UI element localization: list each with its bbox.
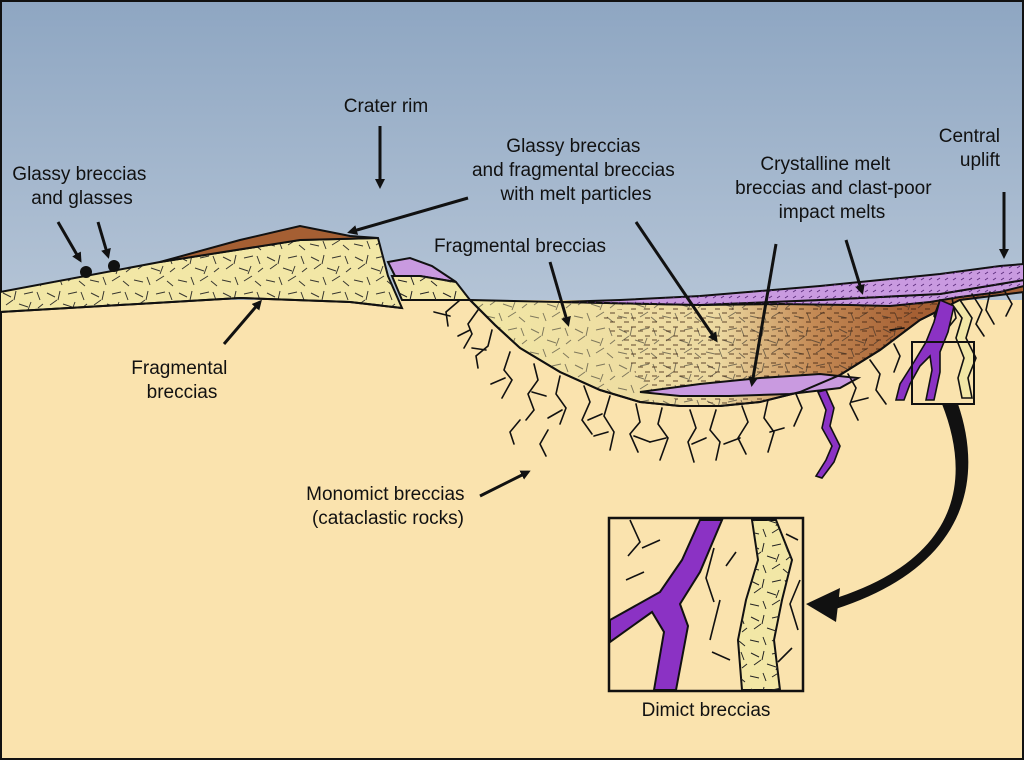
glass-particle-2 [108, 260, 120, 272]
outer-fragmental-arrow [222, 299, 262, 345]
glassy-dot-arrow-2 [96, 221, 111, 259]
crater-rim-label: Crater rim [344, 96, 428, 117]
outer-fragmental-breccias-label: Fragmental breccias [131, 358, 232, 403]
rim-lens-arrow [347, 196, 469, 235]
central-uplift-label: Central uplift [939, 126, 1006, 171]
crystalline-melt-label: Crystalline melt breccias and clast-poor… [735, 154, 937, 223]
zoom-pointer-arrow [826, 404, 969, 612]
glassy-dot-arrow-1 [56, 221, 82, 263]
glassy-breccias-label: Glassy breccias and glasses [12, 164, 151, 209]
dimict-breccias-label: Dimict breccias [642, 700, 771, 721]
crater-fragmental-breccias-label: Fragmental breccias [434, 236, 606, 257]
dimict-breccia-inset [607, 516, 805, 693]
rim-glassy-breccia-lens [159, 224, 379, 263]
monomict-arrow [479, 470, 531, 498]
crater-fragmental-arrow [548, 261, 571, 327]
glass-particle-1 [80, 266, 92, 278]
impact-melt-arrow [844, 239, 865, 295]
purple-dike-right [894, 298, 955, 401]
crystalline-lens-arrow [748, 243, 778, 387]
fragmental-dike-right [950, 298, 977, 399]
glassy-melt-particles-arrow [634, 221, 718, 343]
monomict-breccias-label: Monomict breccias (cataclastic rocks) [306, 484, 470, 529]
purple-dike-left [814, 389, 841, 479]
monomict-breccia-fractures [433, 289, 1013, 463]
glassy-fragmental-melt-label: Glassy breccias and fragmental breccias … [472, 136, 680, 205]
